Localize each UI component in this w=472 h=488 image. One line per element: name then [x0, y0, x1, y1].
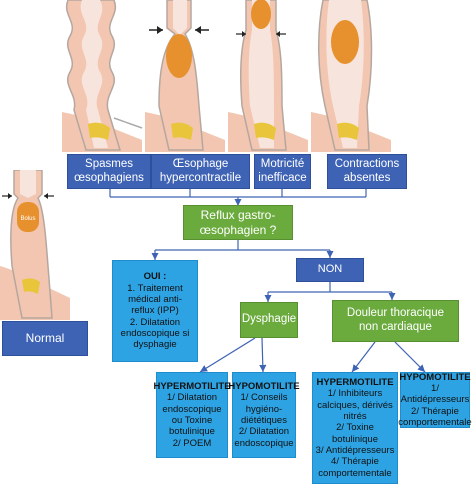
leaf-body: 1/ Dilatation endoscopique ou Toxine bot… — [162, 392, 222, 449]
dysphagie-box: Dysphagie — [240, 302, 298, 338]
leaf-title: HYPERMOTILITE — [316, 376, 394, 388]
spasm-box: Spasmes œsophagiens — [67, 154, 151, 189]
oui-box: OUI : 1. Traitement médical anti- reflux… — [112, 260, 198, 362]
leaf-douleur-hypo: HYPOMOTILITE 1/ Antidépresseurs 2/ Théra… — [398, 371, 472, 429]
hypercontractile-illustration — [145, 0, 225, 152]
oui-body: 1. Traitement médical anti- reflux (IPP)… — [120, 282, 190, 351]
hypercontractile-box: Œsophage hypercontractile — [151, 154, 250, 189]
leaf-douleur-hyper: HYPERMOTILITE 1/ Inhibiteurs calciques, … — [312, 372, 398, 484]
oui-title: OUI : — [143, 271, 167, 283]
bolus-label: Bolus — [20, 216, 35, 222]
absent-contractions-box: Contractions absentes — [327, 154, 407, 189]
ineffective-illustration — [228, 0, 308, 152]
ineffective-box: Motricité inefficace — [254, 154, 311, 189]
reflux-question-box: Reflux gastro- œsophagien ? — [183, 205, 293, 240]
leaf-title: HYPOMOTILITE — [228, 380, 300, 392]
normal-illustration: Bolus — [0, 170, 70, 320]
douleur-box: Douleur thoracique non cardiaque — [332, 300, 459, 342]
spasm-illustration — [62, 0, 143, 152]
leaf-body: 1/ Conseils hygiéno- diététiques 2/ Dila… — [234, 392, 294, 449]
absent-contractions-illustration — [311, 0, 391, 152]
leaf-body: 1/ Antidépresseurs 2/ Thérapie comportem… — [398, 382, 472, 429]
non-box: NON — [296, 258, 364, 282]
leaf-dysphagie-hypo: HYPOMOTILITE 1/ Conseils hygiéno- diétét… — [228, 372, 300, 458]
leaf-title: HYPERMOTILITE — [153, 380, 231, 392]
leaf-title: HYPOMOTILITE — [399, 371, 471, 383]
normal-box: Normal — [2, 321, 88, 356]
leaf-body: 1/ Inhibiteurs calciques, dérivés nitrés… — [315, 388, 395, 479]
leaf-dysphagie-hyper: HYPERMOTILITE 1/ Dilatation endoscopique… — [153, 372, 231, 458]
